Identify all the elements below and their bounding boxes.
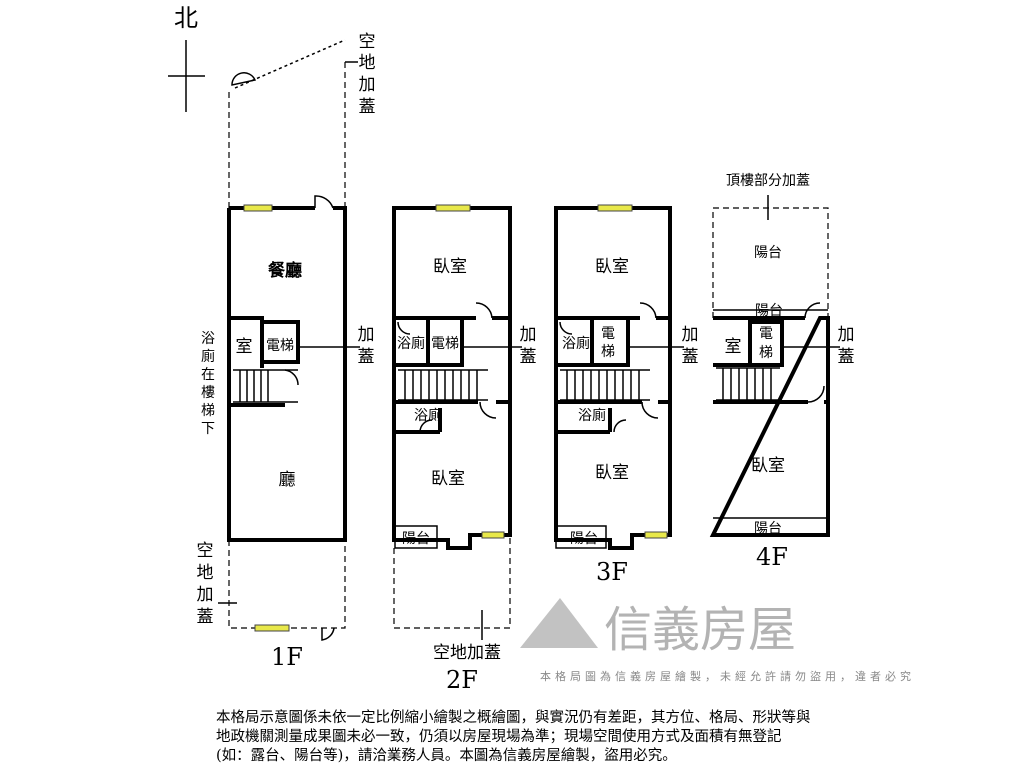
plan-label: 梯: [759, 345, 773, 361]
plan-line: [804, 302, 821, 319]
plan-label: 地: [359, 53, 376, 73]
plan-label: 下: [201, 421, 215, 437]
plan-line: [233, 369, 298, 403]
plan-label: 蓋: [359, 97, 376, 117]
plan-line: [394, 316, 510, 434]
bath-under-stairs-note: 浴 廁 在 樓 梯 下: [201, 331, 215, 437]
plan-line: [555, 525, 607, 549]
plan-label: 蓋: [520, 347, 537, 367]
watermark: 信義房屋 本格局圖為信義房屋繪製，未經允許請勿盜用，違者必究: [520, 598, 915, 683]
room-dining: 餐廳: [268, 260, 302, 281]
plan-label: 空: [197, 541, 214, 561]
plan-line: [394, 525, 438, 549]
floor-4f: 頂樓部分加蓋 陽台 陽台 室 電 梯 臥室 陽台 加 蓋 4F: [709, 173, 855, 571]
plan-label: 廁: [201, 348, 215, 365]
plan-line: [229, 316, 300, 407]
balcony-label: 陽台: [402, 531, 430, 547]
room-living: 廳: [279, 470, 296, 490]
plan-label: 加: [197, 585, 214, 605]
floor-label-3f: 3F: [596, 558, 628, 586]
plan-line: [254, 624, 290, 632]
plan-line: [716, 367, 780, 401]
plan-line: [713, 318, 828, 404]
plan-line: [556, 316, 670, 434]
floor-2f: 臥室 浴廁 電梯 浴廁 臥室 陽台 加 蓋 空地加蓋 2F: [392, 204, 537, 694]
room-label: 室: [236, 337, 253, 357]
plan-line: [709, 316, 830, 537]
floor-3f: 臥室 浴廁 電 梯 浴廁 臥室 陽台 加 蓋 3F: [554, 204, 699, 586]
plan-line: [397, 302, 497, 433]
balcony-label: 陽台: [754, 245, 782, 261]
elevator-label: 電: [759, 326, 773, 342]
watermark-logo-icon: [520, 598, 598, 648]
bath-label: 浴廁: [397, 335, 425, 352]
addon-label: 加: [358, 325, 375, 345]
plan-label: 浴: [201, 331, 215, 347]
elevator-label: 電梯: [266, 338, 294, 354]
room-bedroom: 臥室: [431, 469, 465, 489]
elevator-label: 電: [601, 326, 615, 342]
plan-label: 空: [359, 32, 376, 52]
plan-label: 樓: [201, 385, 215, 401]
top-extension-label: 空 地 加 蓋: [359, 32, 376, 117]
floor-label-4f: 4F: [756, 543, 788, 571]
plan-line: [284, 369, 299, 386]
plan-line: [597, 204, 633, 212]
bottom-extension-label: 空 地 加 蓋: [197, 541, 214, 627]
plan-line: [243, 204, 273, 212]
addon-label: 加: [682, 325, 699, 345]
plan-line: [435, 204, 471, 212]
watermark-notice: 本格局圖為信義房屋繪製，未經允許請勿盜用，違者必究: [540, 669, 915, 683]
plan-line: [559, 302, 659, 433]
room-bedroom: 臥室: [751, 456, 785, 476]
plan-label: 蓋: [838, 347, 855, 367]
bath-label: 浴廁: [578, 407, 606, 424]
bath-label: 浴廁: [414, 407, 442, 424]
floor-label-2f: 2F: [446, 666, 478, 694]
bottom-extension-label: 空地加蓋: [433, 643, 501, 663]
plan-line: [644, 531, 668, 539]
balcony-label: 陽台: [755, 303, 783, 319]
roof-extension-label: 頂樓部分加蓋: [726, 173, 810, 189]
plan-label: 梯: [601, 344, 615, 360]
plan-line: [393, 535, 511, 629]
disclaimer-text: 本格局示意圖係未依一定比例縮小繪製之概繪圖，與實況仍有差距，其方位、格局、形狀等…: [216, 710, 811, 764]
plan-line: [231, 72, 257, 86]
addon-label: 加: [520, 325, 537, 345]
room-bedroom: 臥室: [595, 257, 629, 277]
plan-label: 加: [359, 75, 376, 95]
room-bedroom: 臥室: [433, 257, 467, 277]
plan-line: [481, 531, 505, 539]
elevator-label: 電梯: [431, 336, 459, 352]
plan-label: 在: [201, 367, 215, 383]
plan-label: 梯: [201, 403, 215, 419]
plan-line: [807, 385, 825, 403]
floor-1f: 餐廳 室 電梯 廳 浴 廁 在 樓 梯 下 加 蓋 空 地 加 蓋 空 地 加 …: [197, 32, 376, 671]
plan-line: [560, 369, 650, 401]
plan-label: 蓋: [358, 347, 375, 367]
plan-line: [321, 627, 335, 641]
plan-line: [398, 369, 488, 401]
addon-label: 加: [838, 325, 855, 345]
bath-label: 浴廁: [562, 335, 590, 352]
plan-line: [314, 195, 334, 209]
plan-line: [239, 370, 269, 402]
room-label: 室: [725, 337, 742, 357]
floor-label-1f: 1F: [271, 643, 303, 671]
plan-label: 蓋: [197, 607, 214, 627]
plan-label: 蓋: [682, 347, 699, 367]
watermark-brand: 信義房屋: [604, 602, 796, 658]
room-bedroom: 臥室: [595, 463, 629, 483]
balcony-label: 陽台: [754, 521, 782, 537]
north-compass-icon: 北: [168, 4, 205, 112]
north-label: 北: [174, 4, 198, 32]
balcony-label: 陽台: [570, 531, 598, 547]
plan-label: 地: [197, 563, 214, 583]
plan-line: [712, 207, 829, 318]
